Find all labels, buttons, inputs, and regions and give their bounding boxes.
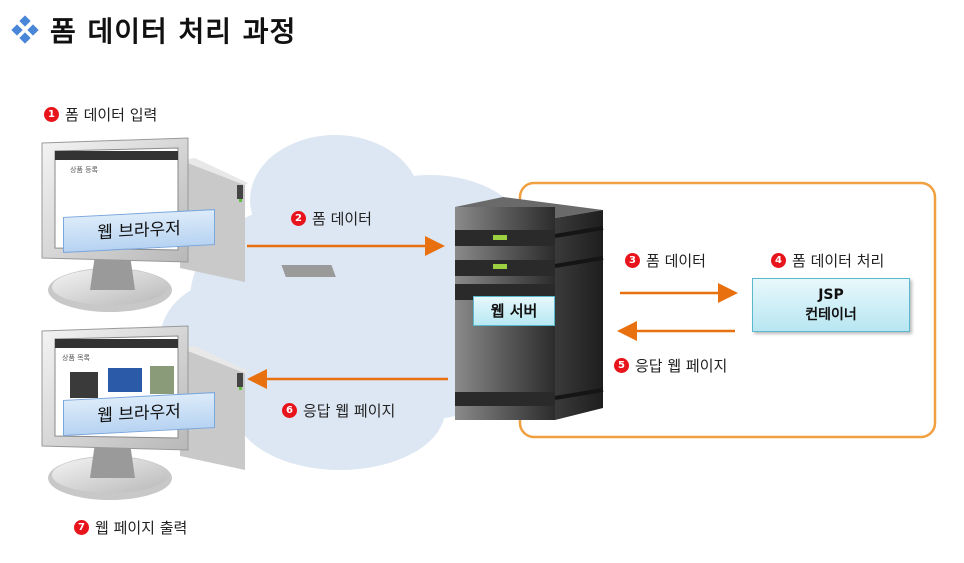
step-3-label: 3 폼 데이터 <box>625 250 706 271</box>
step-4-text: 폼 데이터 처리 <box>792 252 885 270</box>
step-7-text: 웹 페이지 출력 <box>95 519 188 537</box>
screen-title-bottom: 상품 목록 <box>62 354 90 362</box>
step-7-label: 7 웹 페이지 출력 <box>74 517 187 538</box>
title-text: 폼 데이터 처리 과정 <box>50 15 297 48</box>
step-5-number: 5 <box>614 358 629 373</box>
container-label: 컨테이너 <box>805 307 857 323</box>
step-1-number: 1 <box>44 107 59 122</box>
step-5-text: 응답 웹 페이지 <box>635 357 728 375</box>
jsp-container-box: JSP 컨테이너 <box>752 278 910 332</box>
step-3-number: 3 <box>625 253 640 268</box>
product-thumb-1 <box>70 372 98 398</box>
step-1-label: 1 폼 데이터 입력 <box>44 104 157 125</box>
jsp-label: JSP <box>818 287 844 303</box>
step-2-number: 2 <box>291 211 306 226</box>
step-5-label: 5 응답 웹 페이지 <box>614 355 727 376</box>
product-thumb-3 <box>150 366 174 394</box>
screen-title-top: 상품 등록 <box>70 166 98 174</box>
step-4-label: 4 폼 데이터 처리 <box>771 250 884 271</box>
step-4-number: 4 <box>771 253 786 268</box>
page-title: 폼 데이터 처리 과정 <box>10 10 296 50</box>
diamond-bullet-icon <box>11 15 39 44</box>
step-6-text: 응답 웹 페이지 <box>303 402 396 420</box>
step-2-text: 폼 데이터 <box>312 210 372 228</box>
step-3-text: 폼 데이터 <box>646 252 706 270</box>
web-server-label: 웹 서버 <box>473 296 555 326</box>
product-thumb-2 <box>108 368 142 392</box>
step-1-text: 폼 데이터 입력 <box>65 106 158 124</box>
step-6-label: 6 응답 웹 페이지 <box>282 400 395 421</box>
step-6-number: 6 <box>282 403 297 418</box>
step-2-label: 2 폼 데이터 <box>291 208 372 229</box>
step-7-number: 7 <box>74 520 89 535</box>
